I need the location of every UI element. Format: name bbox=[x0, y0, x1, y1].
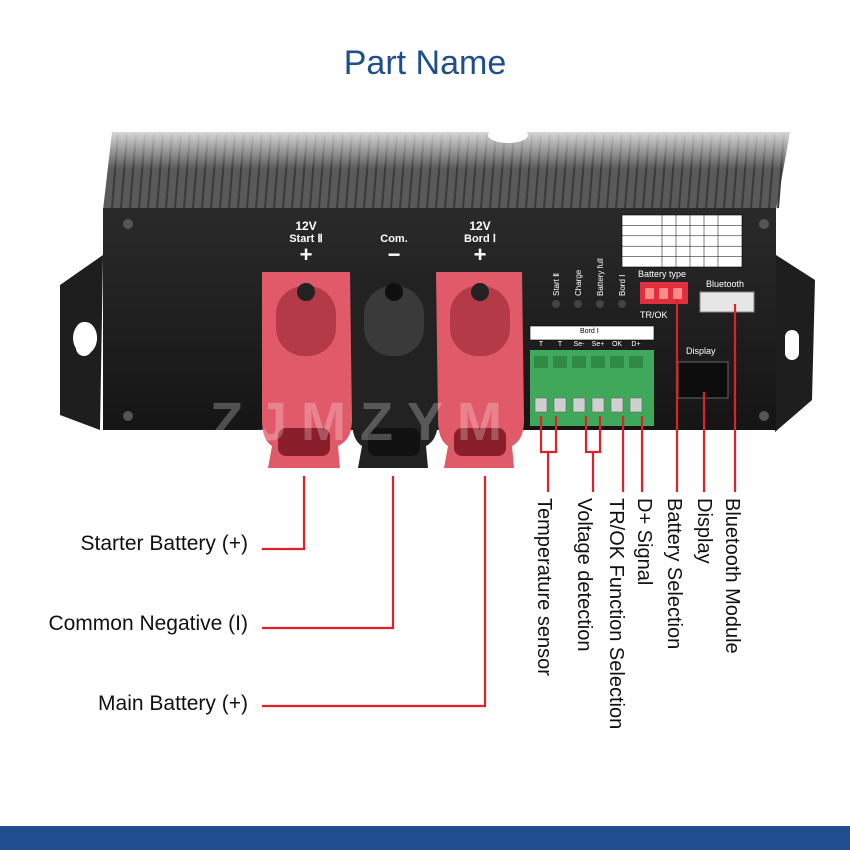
terminal-com-name: Com. bbox=[380, 233, 408, 245]
led-label-start: Start Ⅱ bbox=[552, 273, 561, 296]
terminal-com-sign: − bbox=[388, 242, 401, 267]
leader-common-negative bbox=[262, 476, 395, 630]
watermark: ZJMZYM bbox=[210, 392, 516, 452]
terminal-block-pin bbox=[572, 356, 586, 368]
battery-type-switch: Battery type TR/OK bbox=[638, 269, 688, 320]
terminal-block-pin-label: T bbox=[539, 341, 544, 348]
leader-lines bbox=[262, 300, 737, 708]
led-label-bord: Bord Ⅰ bbox=[618, 275, 627, 296]
led-charge bbox=[574, 300, 582, 308]
terminal-start-voltage: 12V bbox=[295, 219, 316, 233]
label-display: Display bbox=[693, 498, 715, 564]
terminal-block-pin-label: Se- bbox=[574, 341, 586, 348]
terminal-block-pin bbox=[629, 356, 643, 368]
mounting-bracket-right bbox=[775, 255, 815, 432]
terminal-bord-sign: + bbox=[474, 242, 487, 267]
label-common-negative: Common Negative (I) bbox=[48, 612, 248, 635]
led-battery-full bbox=[596, 300, 604, 308]
terminal-block-pin bbox=[534, 356, 548, 368]
label-bluetooth-module: Bluetooth Module bbox=[721, 498, 743, 654]
terminal-block-pin bbox=[591, 356, 605, 368]
terminal-block-screw bbox=[629, 397, 643, 413]
terminal-starter bbox=[262, 272, 352, 468]
terminal-common bbox=[352, 272, 438, 468]
led-indicators: Start Ⅱ Charge Battery full Bord Ⅰ bbox=[552, 258, 627, 308]
led-label-battery-full: Battery full bbox=[596, 258, 605, 296]
terminal-labels: 12V Start Ⅱ + Com. − 12V Bord Ⅰ + bbox=[289, 219, 496, 267]
led-bord bbox=[618, 300, 626, 308]
terminal-bord-name: Bord Ⅰ bbox=[464, 233, 496, 245]
terminal-block-screw bbox=[553, 397, 567, 413]
terminal-block-pin bbox=[553, 356, 567, 368]
label-d-plus-signal: D+ Signal bbox=[633, 498, 655, 586]
label-voltage-detection: Voltage detection bbox=[573, 498, 595, 652]
terminal-start-name: Start Ⅱ bbox=[289, 233, 323, 245]
terminal-block-header: Bord Ⅰ bbox=[580, 328, 599, 335]
label-trok-function-selection: TR/OK Function Selection bbox=[605, 498, 627, 730]
terminal-block-screw bbox=[591, 397, 605, 413]
led-start bbox=[552, 300, 560, 308]
label-temperature-sensor: Temperature sensor bbox=[533, 498, 555, 676]
leader-starter-battery bbox=[262, 476, 306, 551]
terminal-start-sign: + bbox=[300, 242, 313, 267]
heatsink bbox=[100, 120, 800, 210]
battery-type-label: Battery type bbox=[638, 269, 686, 279]
terminal-block-pin-label: T bbox=[558, 341, 563, 348]
terminal-block-screw bbox=[610, 397, 624, 413]
terminal-block-pin-label: D+ bbox=[631, 341, 640, 348]
terminal-block-screw bbox=[534, 397, 548, 413]
footer-bar bbox=[0, 826, 850, 850]
label-main-battery: Main Battery (+) bbox=[98, 692, 248, 715]
display-label: Display bbox=[686, 346, 716, 356]
signal-terminal-block: Bord Ⅰ T T Se- Se+ OK D+ bbox=[529, 325, 655, 426]
terminal-bord-voltage: 12V bbox=[469, 219, 490, 233]
terminal-block-pin-label: Se+ bbox=[592, 341, 605, 348]
page-title: Part Name bbox=[343, 44, 507, 82]
mounting-bracket-left bbox=[60, 255, 103, 430]
label-battery-selection: Battery Selection bbox=[663, 498, 685, 650]
terminal-main bbox=[436, 272, 524, 468]
battery-type-table bbox=[621, 214, 743, 268]
bluetooth-port: Bluetooth bbox=[699, 279, 755, 313]
terminal-block-pin-label: OK bbox=[612, 341, 622, 348]
label-starter-battery: Starter Battery (+) bbox=[80, 532, 248, 555]
trok-label: TR/OK bbox=[640, 310, 668, 320]
terminal-block-screw bbox=[572, 397, 586, 413]
led-label-charge: Charge bbox=[574, 269, 583, 296]
leader-main-battery bbox=[262, 476, 487, 708]
terminal-block-pin bbox=[610, 356, 624, 368]
bluetooth-label: Bluetooth bbox=[706, 279, 744, 289]
